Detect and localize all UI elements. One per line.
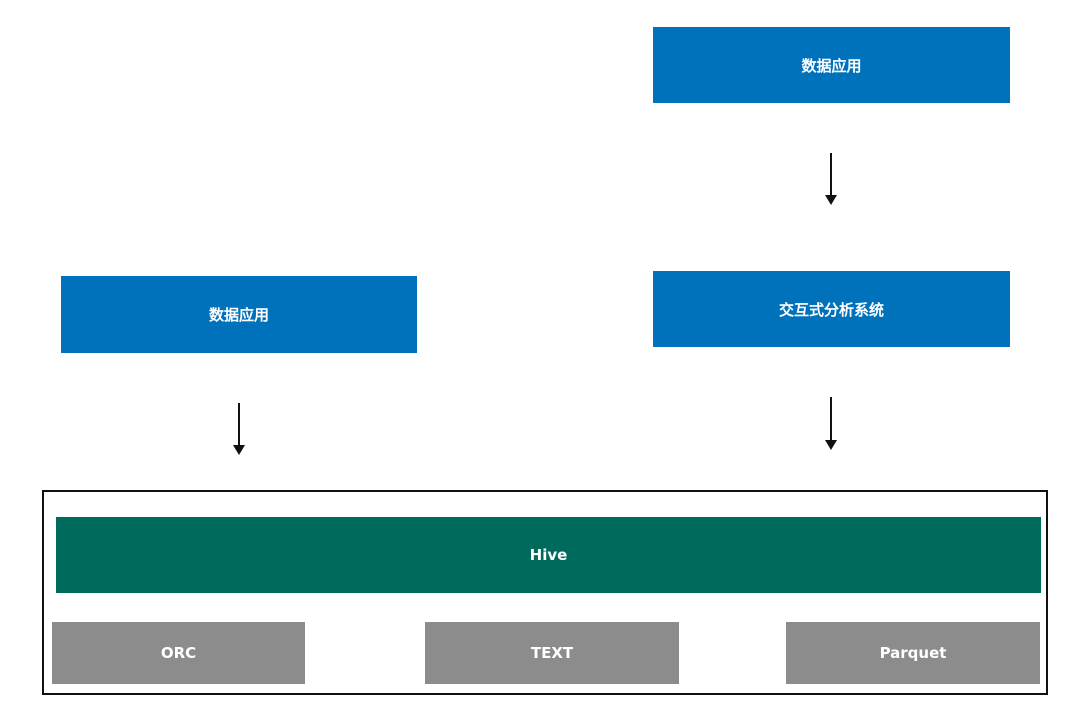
right-upper-arrow — [825, 153, 837, 205]
left-arrow — [233, 403, 245, 455]
right-data-app-box: 数据应用 — [653, 27, 1010, 103]
hive-label: Hive — [529, 546, 568, 564]
storage-frame — [42, 490, 1048, 695]
analysis-system-label: 交互式分析系统 — [778, 300, 884, 319]
left-data-app-box: 数据应用 — [61, 276, 417, 353]
format-box-orc: ORC — [52, 622, 305, 684]
hive-box: Hive — [56, 517, 1041, 593]
right-lower-arrow — [825, 397, 837, 450]
format-label-parquet: Parquet — [879, 644, 947, 662]
format-label-orc: ORC — [160, 644, 197, 662]
format-box-parquet: Parquet — [786, 622, 1040, 684]
analysis-system-box: 交互式分析系统 — [653, 271, 1010, 347]
left-data-app-label: 数据应用 — [208, 306, 269, 324]
right-data-app-label: 数据应用 — [801, 56, 862, 75]
format-label-text: TEXT — [530, 644, 574, 662]
format-box-text: TEXT — [425, 622, 679, 684]
